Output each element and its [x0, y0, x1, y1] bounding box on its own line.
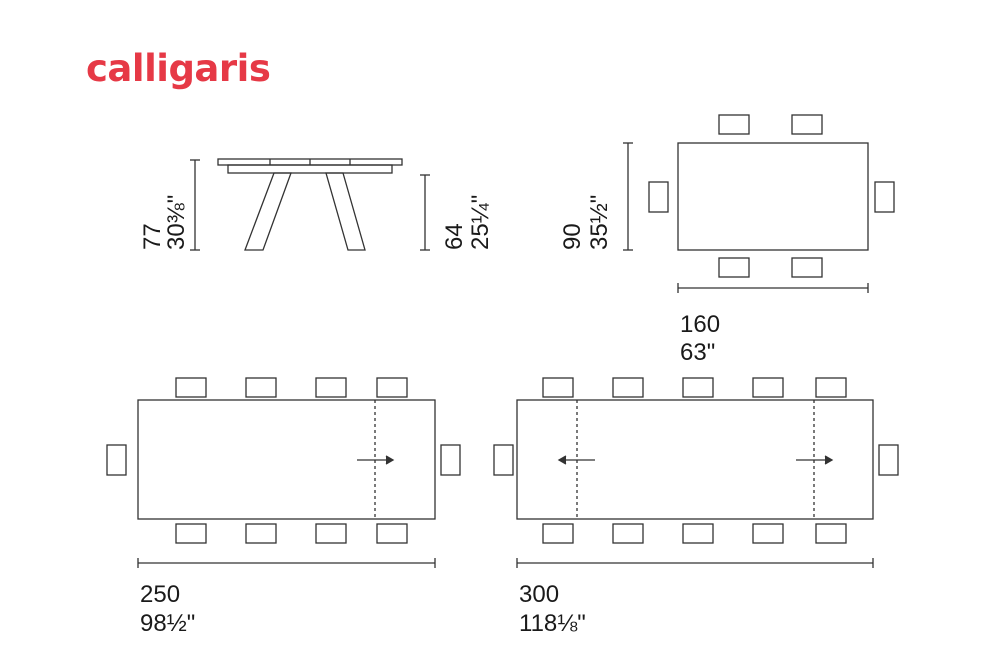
- length-250-label: 250: [140, 581, 180, 608]
- side-elevation: [190, 158, 430, 251]
- chair: [612, 523, 644, 544]
- chair: [815, 377, 847, 398]
- chair: [648, 181, 669, 213]
- chair: [791, 114, 823, 135]
- chair: [175, 377, 207, 398]
- chair: [612, 377, 644, 398]
- chair: [245, 523, 277, 544]
- chair: [718, 257, 750, 278]
- chair: [791, 257, 823, 278]
- chair: [315, 377, 347, 398]
- depth-label: 90: [559, 223, 586, 250]
- length-300-label: 300: [519, 581, 559, 608]
- plan-closed: [623, 114, 895, 293]
- chair: [542, 523, 574, 544]
- table-top-extended-250: [137, 399, 436, 520]
- chair: [440, 444, 461, 476]
- chair: [682, 377, 714, 398]
- closed-length-label-inches: 63": [680, 339, 715, 366]
- chair: [682, 523, 714, 544]
- chair: [878, 444, 899, 476]
- table-leg-left: [244, 172, 292, 251]
- height-label: 77: [139, 223, 166, 250]
- chair: [376, 523, 408, 544]
- depth-label-inches: 35½": [586, 195, 613, 250]
- clearance-label: 64: [441, 223, 468, 250]
- chair: [815, 523, 847, 544]
- length-300-label-inches: 118⅛": [519, 610, 586, 637]
- chair: [245, 377, 277, 398]
- closed-length-label: 160: [680, 311, 720, 338]
- table-top-closed: [677, 142, 869, 251]
- table-apron: [227, 164, 393, 174]
- chair: [752, 523, 784, 544]
- chair: [175, 523, 207, 544]
- table-leg-right: [325, 172, 366, 251]
- chair: [718, 114, 750, 135]
- chair: [315, 523, 347, 544]
- chair: [752, 377, 784, 398]
- brand-logo: calligaris: [86, 47, 271, 90]
- clearance-label-inches: 25¼": [467, 195, 494, 250]
- table-top-extended-300: [516, 399, 874, 520]
- chair: [376, 377, 408, 398]
- chair: [106, 444, 127, 476]
- plan-two-extensions: [493, 377, 899, 568]
- plan-one-extension: [106, 377, 461, 568]
- height-label-inches: 30⅜": [163, 195, 190, 250]
- chair: [493, 444, 514, 476]
- length-250-label-inches: 98½": [140, 610, 195, 637]
- chair: [542, 377, 574, 398]
- chair: [874, 181, 895, 213]
